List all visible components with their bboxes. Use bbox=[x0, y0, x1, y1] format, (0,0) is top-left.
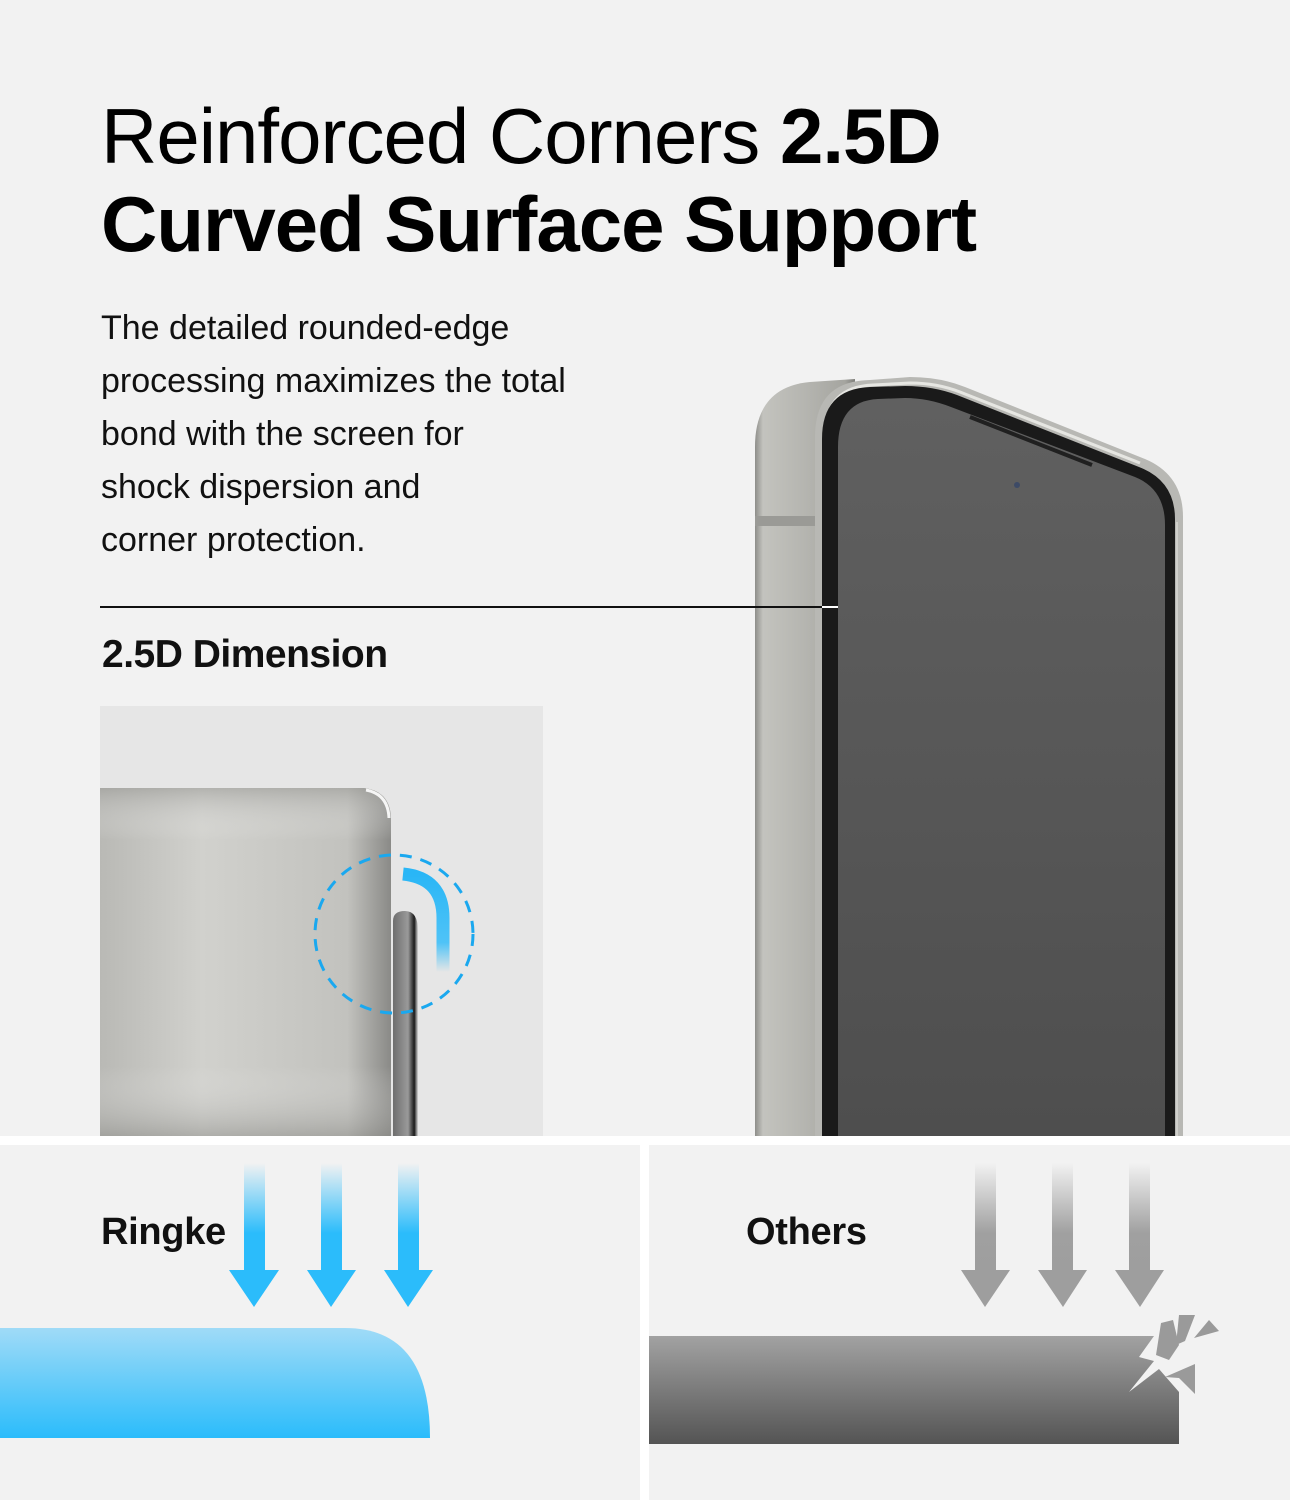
title-bold-2-5d: 2.5D bbox=[779, 92, 942, 180]
description-line: processing maximizes the total bbox=[101, 362, 566, 400]
dimension-title: 2.5D Dimension bbox=[102, 633, 388, 676]
others-flat-surface bbox=[649, 1336, 1179, 1444]
description-line: corner protection. bbox=[101, 521, 366, 559]
comparison-others: Others bbox=[649, 1145, 1290, 1500]
highlight-circle bbox=[313, 853, 475, 1015]
arrow-down-icon bbox=[1038, 1163, 1087, 1307]
feature-description: The detailed rounded-edge processing max… bbox=[101, 302, 701, 567]
callout-line-tip bbox=[822, 606, 838, 608]
others-label: Others bbox=[746, 1211, 867, 1253]
others-diagram bbox=[649, 1163, 1219, 1444]
phone-icon bbox=[755, 377, 1183, 1136]
callout-line bbox=[100, 606, 822, 608]
arrow-down-icon bbox=[229, 1163, 279, 1307]
phone-illustration bbox=[755, 377, 1183, 1136]
title-bold-curved-surface: Curved Surface Support bbox=[101, 180, 977, 268]
description-line: The detailed rounded-edge bbox=[101, 309, 510, 347]
arrow-down-icon bbox=[961, 1163, 1010, 1307]
description-line: shock dispersion and bbox=[101, 468, 421, 506]
ringke-label: Ringke bbox=[101, 1211, 226, 1253]
feature-hero: Reinforced Corners 2.5D Curved Surface S… bbox=[0, 0, 1290, 1136]
ringke-rounded-surface bbox=[0, 1328, 430, 1438]
ringke-diagram bbox=[0, 1163, 433, 1438]
title-light: Reinforced Corners bbox=[101, 92, 780, 180]
crack-icon bbox=[1156, 1315, 1219, 1394]
arrow-down-icon bbox=[1115, 1163, 1164, 1307]
comparison-ringke: Ringke bbox=[0, 1145, 640, 1500]
description-line: bond with the screen for bbox=[101, 415, 464, 453]
edge-closeup-illustration bbox=[100, 788, 475, 1136]
arrow-down-icon bbox=[307, 1163, 356, 1307]
arrow-down-icon bbox=[384, 1163, 433, 1307]
dimension-closeup bbox=[100, 706, 543, 1136]
page-title: Reinforced Corners 2.5D Curved Surface S… bbox=[101, 92, 1151, 268]
